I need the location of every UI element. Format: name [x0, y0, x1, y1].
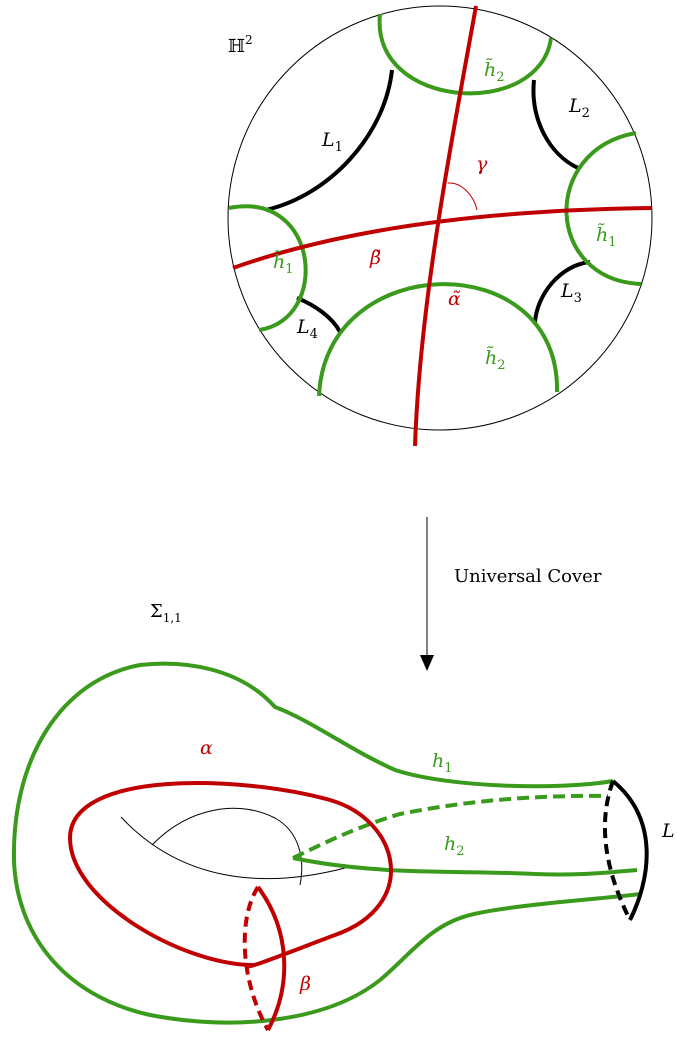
hyperbolic-disk: ℍ2 L1 L2 L3 L4 γ α̃ β̃ h̃2 h̃1 h̃1 h̃2: [227, 5, 653, 447]
h1-tilde-right-arc: [564, 131, 642, 286]
h2-front-curve: [292, 856, 638, 877]
L4-label: L4: [296, 316, 318, 342]
alpha-tilde-label: α̃: [448, 288, 461, 310]
h1-tilde-left-arc: [228, 204, 308, 332]
L1-label: L1: [321, 129, 343, 155]
beta-tilde-label: β̃: [369, 247, 381, 269]
gamma-label: γ: [476, 153, 488, 175]
h2-tilde-bottom-arc: [317, 282, 560, 397]
arrow-head: [420, 655, 434, 671]
L1-arc: [265, 69, 394, 212]
L2-label: L2: [568, 95, 590, 121]
h1-tilde-right-label: h̃1: [596, 223, 617, 250]
beta-back-curve: [242, 885, 270, 1031]
h2-back-curve: [292, 793, 609, 860]
alpha-curve: [67, 781, 393, 969]
h1-label: h1: [432, 750, 453, 776]
arrow-label: Universal Cover: [454, 566, 602, 587]
alpha-label: α: [200, 737, 213, 759]
surface-name: Σ1,1: [150, 601, 182, 625]
space-label: ℍ2: [228, 33, 253, 57]
L3-label: L3: [560, 280, 582, 306]
alpha-tilde-geodesic: [413, 5, 478, 447]
beta-front-curve: [256, 885, 287, 1031]
L-label: L: [661, 820, 675, 842]
h2-tilde-bottom-label: h̃2: [485, 346, 506, 373]
h2-label: h2: [444, 833, 465, 859]
surface: Σ1,1 α β h1 h2 L: [11, 601, 675, 1031]
universal-cover-arrow: Universal Cover: [420, 517, 602, 671]
L-front-curve: [611, 779, 649, 921]
h2-tilde-top-label: h̃2: [484, 58, 505, 85]
h1-tilde-left-label: h̃1: [273, 250, 294, 277]
hole-upper-curve: [151, 807, 303, 886]
beta-label: β: [299, 973, 311, 995]
L-back-curve: [602, 780, 632, 921]
surface-outer-boundary: [11, 661, 641, 1025]
L3-arc: [533, 260, 591, 323]
disk-boundary: [227, 5, 653, 431]
gamma-angle-arc: [447, 182, 478, 211]
L2-arc: [531, 79, 579, 170]
beta-tilde-geodesic: [232, 206, 653, 270]
hole-lower-curve: [120, 816, 346, 880]
h2-tilde-top-arc: [377, 13, 553, 96]
